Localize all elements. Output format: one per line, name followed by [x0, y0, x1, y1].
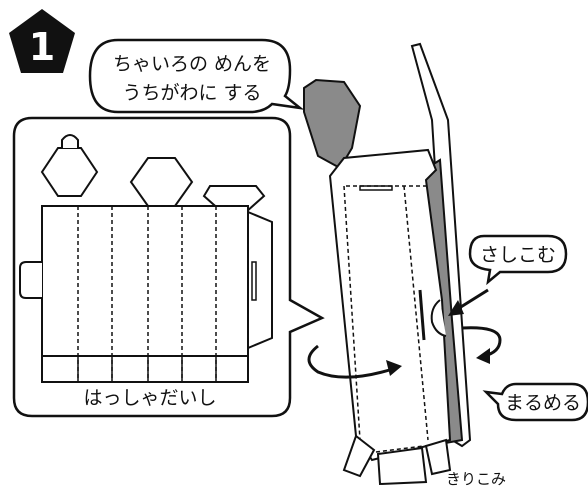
roll-arrow-left: [307, 344, 397, 379]
slit-mark: [418, 289, 426, 341]
bottom-tab-right: [424, 438, 452, 476]
insert-label: さしこむ: [480, 244, 556, 266]
insert-bubble: さしこむ: [468, 234, 568, 286]
roll-arrowhead-left: [386, 360, 402, 376]
back-hex-flap: [303, 78, 362, 170]
roll-arrow-right: [461, 326, 502, 358]
launcher-label: はっしゃだいし: [83, 387, 216, 409]
right-glue-tab: [247, 210, 273, 350]
insert-arrow: [455, 288, 489, 312]
flat-sheet-panel: はっしゃだいし: [12, 116, 325, 418]
step-number: 1: [29, 25, 55, 69]
bottom-flap: [41, 355, 249, 383]
slit-label: きりこみ: [446, 470, 506, 488]
bottom-tab-mid: [376, 446, 428, 486]
roll-bubble: まるめる: [482, 382, 588, 422]
sheet-body: [41, 205, 249, 357]
insert-arrowhead: [448, 300, 464, 316]
roll-label: まるめる: [505, 392, 581, 414]
right-slit-mark: [251, 261, 257, 301]
inner-color-bubble: ちゃいろの めんを うちがわに する: [88, 38, 305, 114]
roll-arrowhead-right: [476, 348, 490, 364]
insert-tab: [430, 299, 447, 337]
rolled-launcher: [303, 42, 502, 486]
step-badge: 1: [9, 9, 75, 73]
bottom-tab-left: [342, 434, 376, 478]
top-hex-tab-left-knob: [61, 134, 79, 148]
bubble-line-2: うちがわに する: [122, 82, 261, 104]
top-hex-tab-left: [40, 147, 99, 197]
bubble-line-1: ちゃいろの めんを: [113, 53, 271, 75]
left-side-tab: [19, 261, 42, 299]
